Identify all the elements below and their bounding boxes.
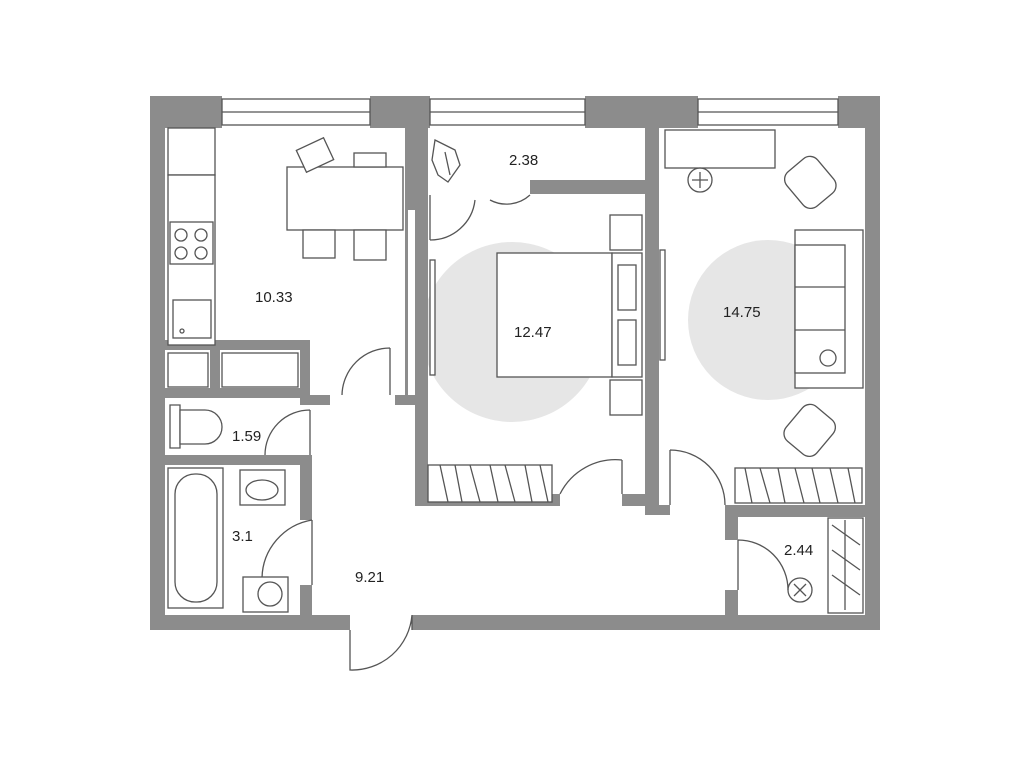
walls — [150, 96, 880, 630]
area-toilet: 1.59 — [232, 428, 261, 445]
area-bedroom: 12.47 — [514, 324, 552, 341]
plant-icon — [431, 139, 461, 183]
watermark: Новострой-М — [835, 709, 1024, 742]
bedroom-furniture — [427, 214, 643, 503]
closet-furniture — [787, 517, 864, 614]
bathroom-fixtures — [167, 404, 289, 613]
area-hallway: 9.21 — [355, 569, 384, 586]
kitchen-furniture — [167, 127, 404, 388]
area-kitchen: 10.33 — [255, 289, 293, 306]
area-bathroom: 3.1 — [232, 528, 253, 545]
area-living-room: 14.75 — [723, 304, 761, 321]
doors — [261, 194, 789, 671]
area-closet-bottom: 2.44 — [784, 542, 813, 559]
area-closet-top: 2.38 — [509, 152, 538, 169]
living-room-furniture — [664, 129, 864, 504]
windows — [221, 98, 839, 126]
